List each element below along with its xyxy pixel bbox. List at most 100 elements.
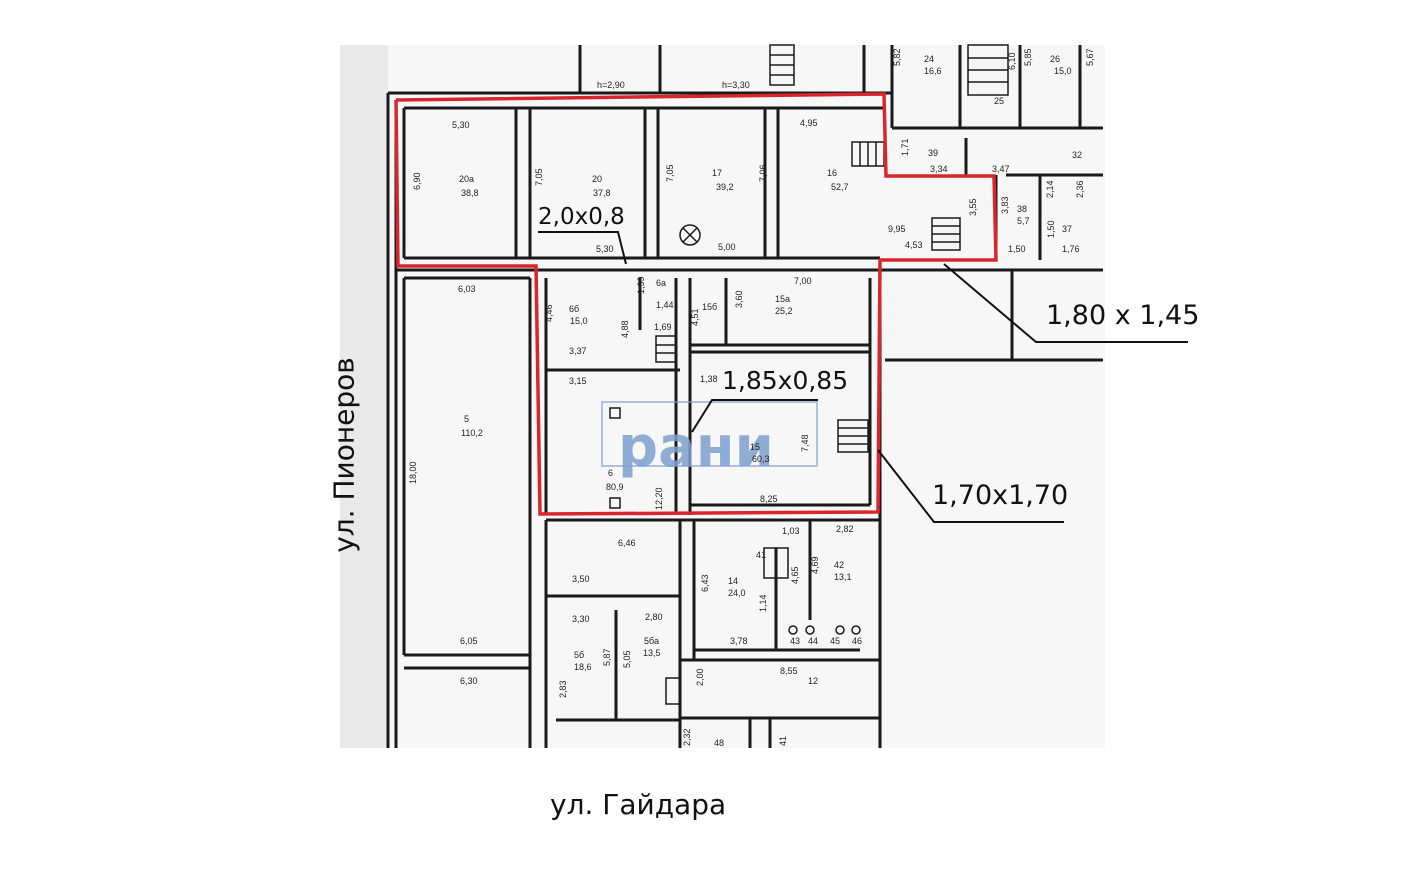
- plan-label-r32: 32: [1072, 150, 1082, 160]
- plan-label-r26a: 15,0: [1054, 66, 1072, 76]
- plan-label-d451: 4,51: [690, 308, 700, 326]
- plan-label-d706: 7,06: [758, 164, 768, 182]
- plan-label-r5a: 110,2: [461, 428, 483, 438]
- left-scan-strip: [340, 45, 388, 748]
- plan-label-d103: 1,03: [782, 526, 800, 536]
- plan-label-r14: 14: [728, 576, 738, 586]
- plan-label-d705b: 7,05: [665, 164, 675, 182]
- plan-label-d355: 3,55: [968, 198, 978, 216]
- plan-label-d378: 3,78: [730, 636, 748, 646]
- plan-label-d176: 1,76: [1062, 244, 1080, 254]
- plan-label-d585: 5,85: [1023, 48, 1033, 66]
- door-size-callout-c: 1,85х0,85: [722, 366, 849, 395]
- plan-label-r43: 43: [790, 636, 800, 646]
- plan-label-d825: 8,25: [760, 494, 778, 504]
- plan-label-d150b: 1,50: [1046, 220, 1056, 238]
- plan-label-d282: 2,82: [836, 524, 854, 534]
- plan-label-h2: h=3,30: [722, 80, 750, 90]
- plan-label-d605: 6,05: [460, 636, 478, 646]
- highlighted-area-outline: [394, 92, 998, 516]
- plan-label-r41: 41: [756, 550, 766, 560]
- plan-label-d280: 2,80: [645, 612, 663, 622]
- plan-label-r66: 6б: [569, 304, 579, 314]
- stairs: [655, 44, 1009, 705]
- plan-label-d1220: 12,20: [654, 487, 664, 510]
- plan-label-d144: 1,44: [656, 300, 674, 310]
- plan-label-d171: 1,71: [900, 138, 910, 156]
- plan-label-r16: 16: [827, 168, 837, 178]
- plan-label-r42: 42: [834, 560, 844, 570]
- plan-label-d114: 1,14: [758, 594, 768, 612]
- plan-label-d690: 6,90: [412, 172, 422, 190]
- plan-label-r38: 38: [1017, 204, 1027, 214]
- plan-label-d646: 6,46: [618, 538, 636, 548]
- plan-label-r15: 15: [750, 442, 760, 452]
- plan-paper: [340, 45, 1105, 748]
- plan-label-r15a: 15а: [775, 294, 790, 304]
- callout-leaders: [538, 231, 1188, 523]
- plan-label-d855: 8,55: [780, 666, 798, 676]
- plan-label-d383: 3,83: [1000, 196, 1010, 214]
- plan-label-d315: 3,15: [569, 376, 587, 386]
- plan-label-r66a: 15,0: [570, 316, 588, 326]
- plan-label-d138: 1,38: [700, 374, 718, 384]
- plan-label-r20aa2: 37,8: [593, 188, 611, 198]
- plan-label-r15aa: 25,2: [775, 306, 793, 316]
- plan-label-d705: 7,05: [534, 168, 544, 186]
- plan-label-h1: h=2,90: [597, 80, 625, 90]
- plan-label-d465: 4,65: [790, 566, 800, 584]
- plan-label-r48: 48: [714, 738, 724, 748]
- plan-label-r6: 6: [608, 468, 613, 478]
- plan-label-d500: 5,00: [718, 242, 736, 252]
- plan-label-r26: 26: [1050, 54, 1060, 64]
- plan-label-d582: 5,82: [892, 48, 902, 66]
- plan-label-d150: 1,50: [1008, 244, 1026, 254]
- plan-label-d643: 6,43: [700, 574, 710, 592]
- plan-label-r16a: 52,7: [831, 182, 849, 192]
- plan-label-r24a: 16,6: [924, 66, 942, 76]
- plan-label-r20a: 20а: [459, 174, 474, 184]
- street-label-gaidara: ул. Гайдара: [550, 788, 727, 821]
- plan-label-d630: 6,30: [460, 676, 478, 686]
- plan-label-d334: 3,34: [930, 164, 948, 174]
- plan-label-d236: 2,36: [1075, 180, 1085, 198]
- fixtures: [609, 224, 861, 635]
- plan-label-r42a: 13,1: [834, 572, 852, 582]
- plan-label-d283: 2,83: [558, 680, 568, 698]
- plan-label-r25: 25: [994, 96, 1004, 106]
- plan-label-r156: 15б: [702, 302, 717, 312]
- plan-label-d700: 7,00: [794, 276, 812, 286]
- plan-label-d347: 3,47: [992, 164, 1010, 174]
- plan-label-r56: 5б: [574, 650, 584, 660]
- plan-label-d200: 2,00: [695, 668, 705, 686]
- plan-label-r41b: 41: [778, 736, 788, 746]
- plan-label-r20: 20: [592, 174, 602, 184]
- plan-label-d995: 9,95: [888, 224, 906, 234]
- plan-label-r24: 24: [924, 54, 934, 64]
- plan-label-r44: 44: [808, 636, 818, 646]
- plan-label-d330: 3,30: [572, 614, 590, 624]
- plan-label-d446: 4,46: [544, 304, 554, 322]
- plan-label-d603: 6,03: [458, 284, 476, 294]
- plan-label-r14a: 24,0: [728, 588, 746, 598]
- plan-label-d495: 4,95: [800, 118, 818, 128]
- plan-label-d453: 4,53: [905, 240, 923, 250]
- door-size-callout-d: 1,70х1,70: [932, 480, 1069, 511]
- walls: [386, 45, 1103, 748]
- plan-label-d169: 1,69: [654, 322, 672, 332]
- plan-label-d567: 5,67: [1085, 48, 1095, 66]
- plan-label-d337: 3,37: [569, 346, 587, 356]
- plan-label-r56a: 18,6: [574, 662, 592, 672]
- plan-label-d350: 3,50: [572, 574, 590, 584]
- plan-label-r38a: 5,7: [1017, 216, 1030, 226]
- plan-labels: h=2,90 h=3,30 24 16,6 5,82 25 6,10 26 15,0 5,85 5,…: [408, 48, 1095, 748]
- plan-label-r20aa: 38,8: [461, 188, 479, 198]
- plan-label-d748: 7,48: [800, 434, 810, 452]
- plan-label-d360: 3,60: [734, 290, 744, 308]
- plan-label-d587: 5,87: [602, 648, 612, 666]
- plan-label-d199: 1,99: [636, 276, 646, 294]
- plan-label-d610: 6,10: [1007, 52, 1017, 70]
- plan-label-r6b: 80,9: [606, 482, 624, 492]
- plan-label-r56bb: 13,5: [643, 648, 661, 658]
